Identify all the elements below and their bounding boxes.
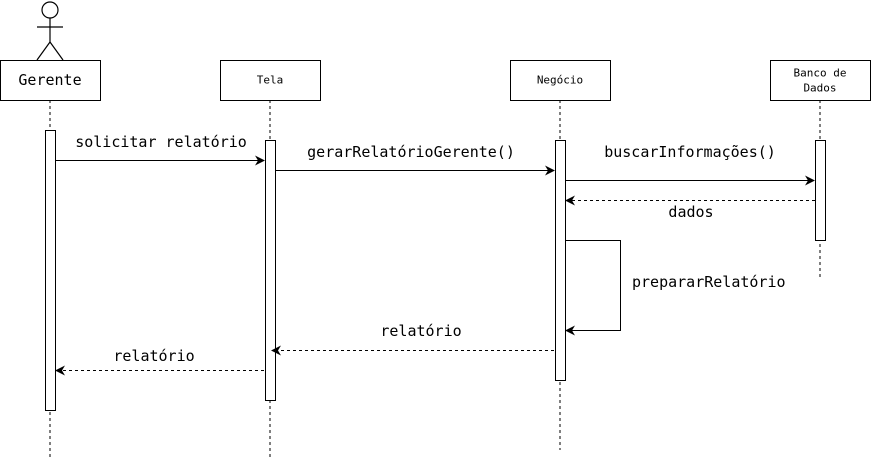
activation-gerente — [45, 130, 56, 411]
participant-gerente-label: Gerente — [18, 71, 81, 89]
message-label: gerarRelatórioGerente() — [307, 143, 515, 161]
participant-tela-label: Tela — [257, 74, 284, 87]
message-label: buscarInformações() — [604, 143, 776, 161]
message-label: dados — [668, 203, 713, 221]
activation-tela — [265, 140, 276, 401]
participant-banco-label-line2: Dados — [803, 82, 836, 95]
message-relatorio-tela[interactable]: relatório — [271, 322, 554, 356]
participant-banco[interactable]: Banco de Dados — [770, 60, 871, 101]
actor-icon — [36, 1, 64, 61]
message-label: solicitar relatório — [75, 133, 247, 151]
message-relatorio-gerente[interactable]: relatório — [55, 347, 264, 376]
message-dados[interactable]: dados — [565, 195, 815, 222]
message-label: relatório — [113, 347, 194, 365]
activation-negocio — [555, 140, 566, 381]
message-label: prepararRelatório — [632, 273, 786, 291]
participant-banco-label-line1: Banco de — [794, 67, 847, 80]
message-preparar-relatorio[interactable]: prepararRelatório — [565, 240, 786, 336]
activation-banco — [815, 140, 826, 241]
message-buscar-informacoes[interactable]: buscarInformações() — [566, 143, 815, 186]
participant-negocio-label: Negócio — [537, 74, 583, 87]
participant-gerente[interactable]: Gerente — [0, 60, 101, 101]
participant-negocio[interactable]: Negócio — [510, 60, 611, 101]
participant-tela[interactable]: Tela — [220, 60, 321, 101]
message-gerar-relatorio-gerente[interactable]: gerarRelatórioGerente() — [276, 143, 555, 176]
message-label: relatório — [380, 322, 461, 340]
message-solicitar-relatorio[interactable]: solicitar relatório — [56, 133, 265, 166]
